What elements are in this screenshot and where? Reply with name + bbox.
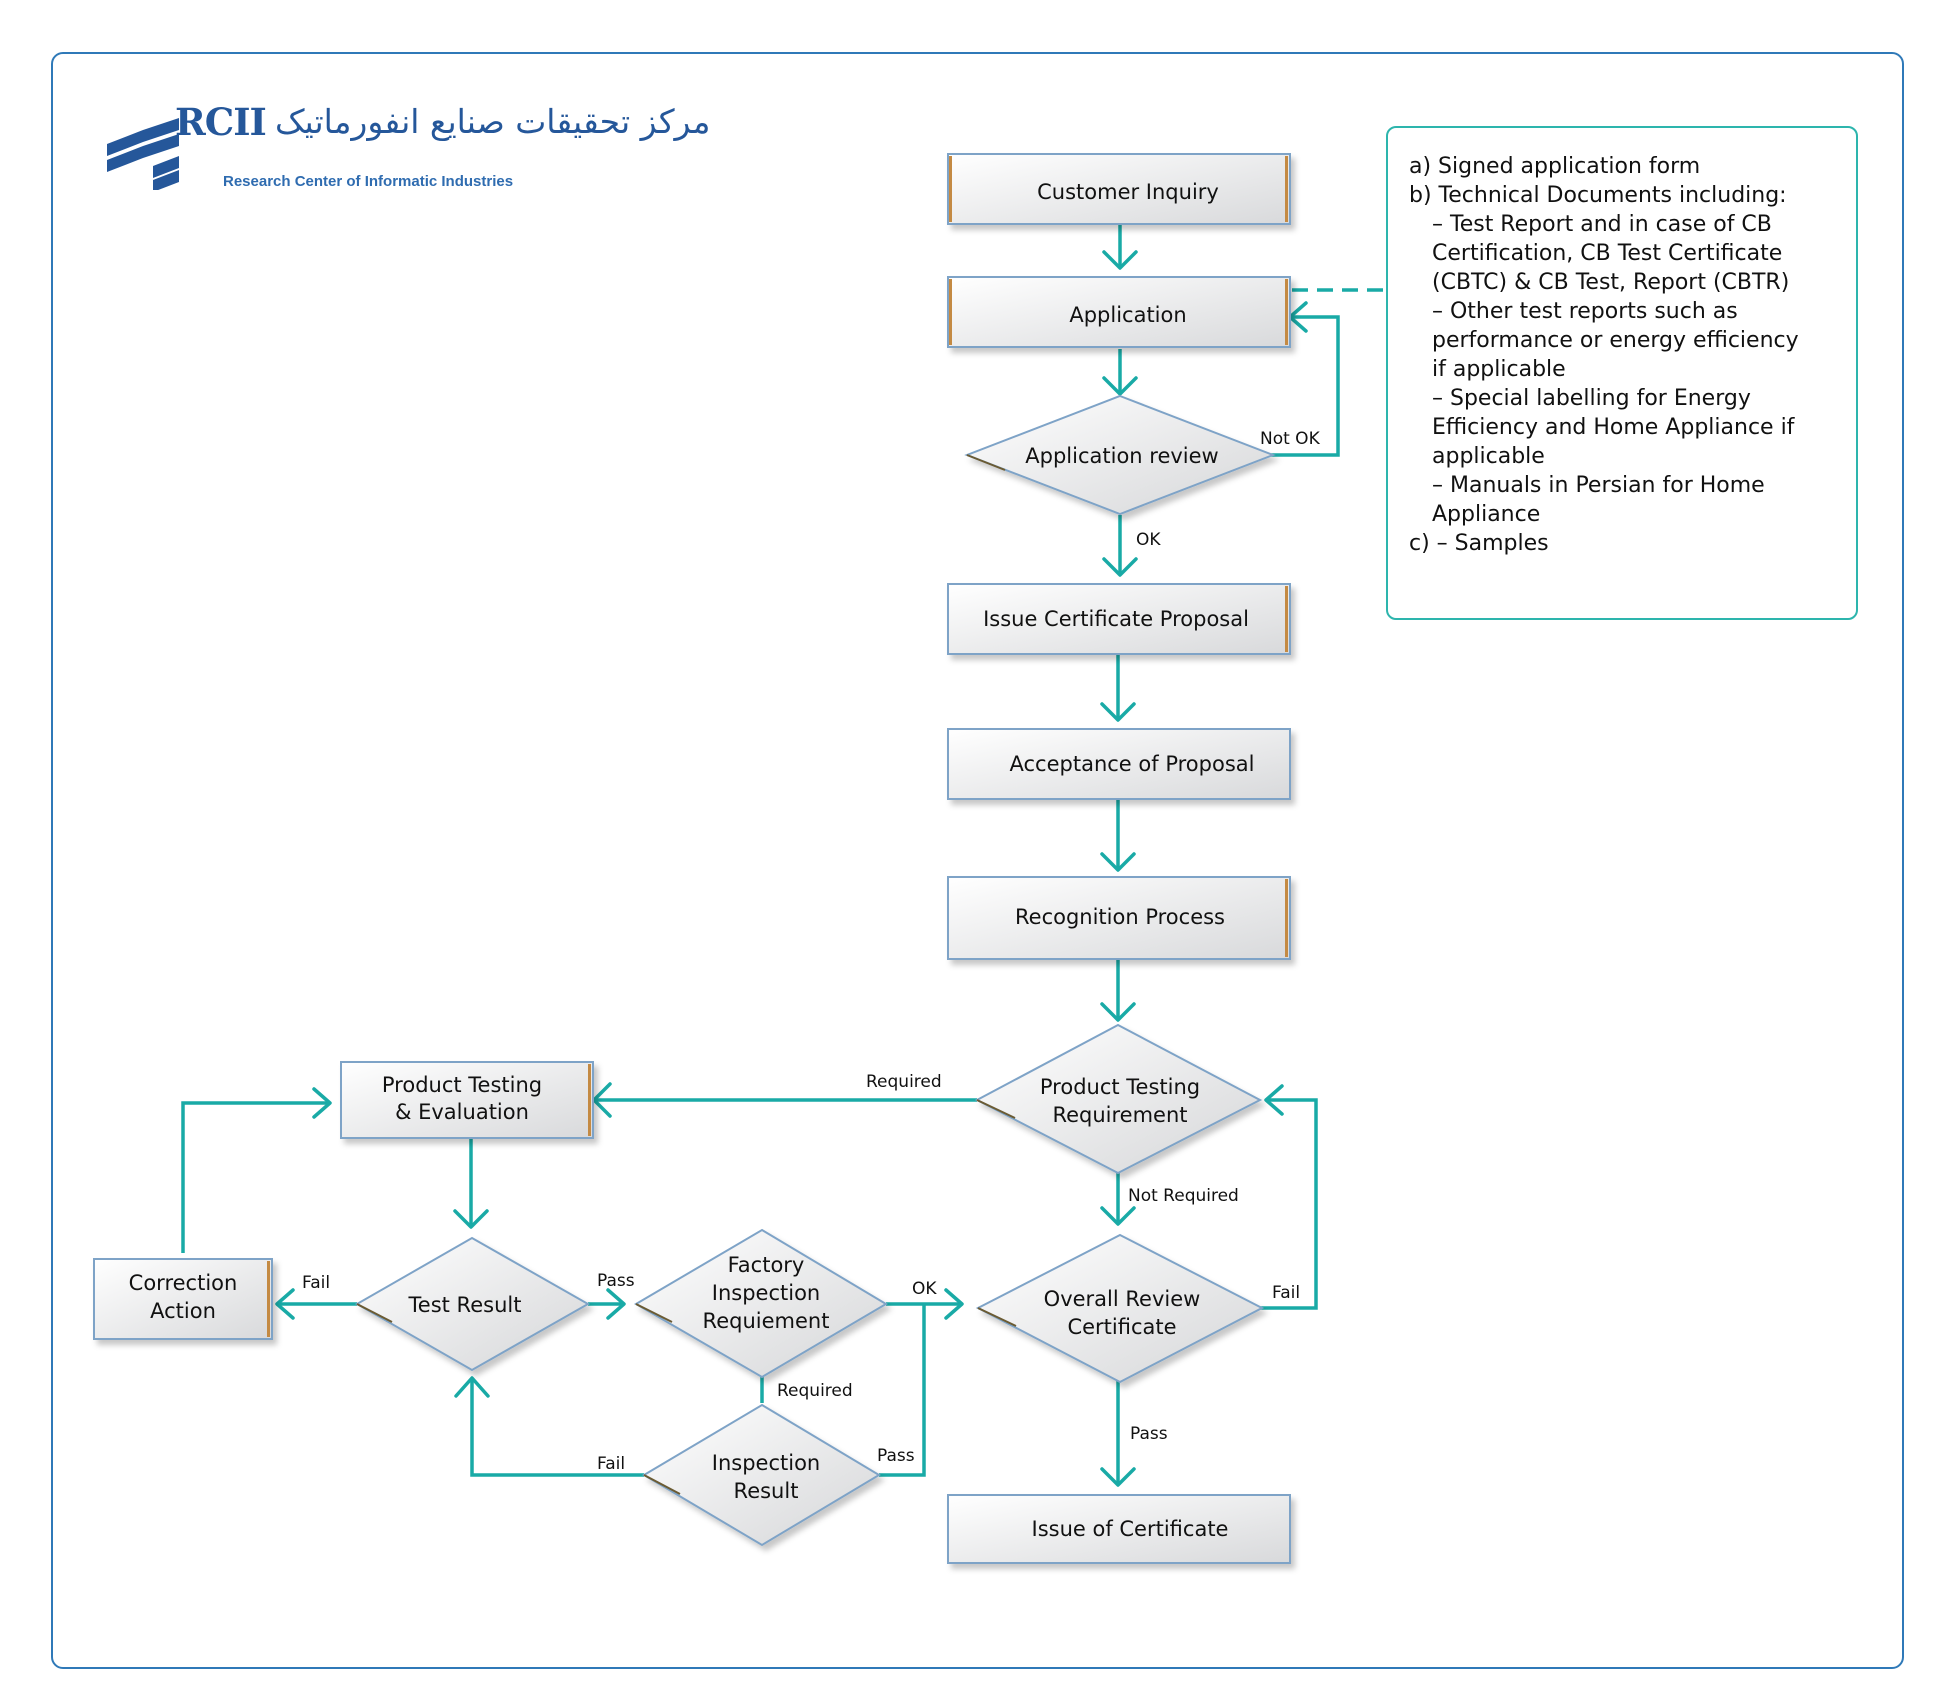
connector-lines xyxy=(181,224,1340,1483)
diamond-product-testing-requirement: Product Testing Requirement xyxy=(974,1023,1263,1175)
label-not-ok: Not OK xyxy=(1260,429,1321,449)
connector-insp-pass xyxy=(879,1304,926,1477)
edge-labels: Not OK OK Required Not Required Fail Pas… xyxy=(302,429,1321,1474)
test-result-label: Test Result xyxy=(408,1293,522,1317)
note-line: applicable xyxy=(1432,444,1545,469)
arrowhead-issue xyxy=(1100,1467,1136,1487)
box-issue-certificate: Issue of Certificate xyxy=(947,1494,1291,1564)
label-insp-fail: Fail xyxy=(597,1454,625,1474)
arrowhead-test xyxy=(453,1209,489,1229)
note-line: c) – Samples xyxy=(1409,531,1549,556)
label-fir-ok: OK xyxy=(912,1279,937,1299)
box-recognition: Recognition Process xyxy=(947,876,1291,960)
label-not-required: Not Required xyxy=(1128,1186,1239,1206)
recognition-label: Recognition Process xyxy=(1015,905,1225,929)
note-lines: a) Signed application form b) Technical … xyxy=(1409,152,1799,558)
box-acceptance: Acceptance of Proposal xyxy=(947,728,1291,800)
pte-label-line1: Product Testing xyxy=(382,1073,542,1097)
rcii-logo: RCII مرکز تحقیقات صنایع انفورماتیک Resea… xyxy=(105,100,710,200)
connector-orc-fail xyxy=(1259,1098,1318,1310)
fir-label-line2: Inspection xyxy=(712,1281,820,1305)
note-line: Certification, CB Test Certificate xyxy=(1432,241,1783,266)
arrowhead-fir xyxy=(606,1288,626,1320)
insp-label-line2: Result xyxy=(734,1479,799,1503)
diamond-application-review: Application review xyxy=(964,394,1276,516)
note-line: – Manuals in Persian for Home xyxy=(1432,473,1765,498)
logo-abbreviation: RCII xyxy=(175,100,267,144)
connector-insp-fail xyxy=(470,1380,644,1477)
note-line: Appliance xyxy=(1432,502,1541,527)
arrowhead-test-insp-fail xyxy=(454,1376,490,1398)
note-line: a) Signed application form xyxy=(1409,154,1701,179)
box-issue-proposal: Issue Certificate Proposal xyxy=(947,583,1291,655)
note-line: Efficiency and Home Appliance if xyxy=(1432,415,1795,440)
logo-persian-name: مرکز تحقیقات صنایع انفورماتیک xyxy=(275,102,711,141)
chevron-logo-icon xyxy=(107,118,179,190)
arrowhead-review xyxy=(1102,376,1138,396)
note-line: if applicable xyxy=(1432,357,1566,382)
note-line: b) Technical Documents including: xyxy=(1409,183,1787,208)
application-review-label: Application review xyxy=(1025,444,1218,468)
label-orc-pass: Pass xyxy=(1130,1424,1168,1444)
label-required: Required xyxy=(866,1072,942,1092)
connector-correction-pte xyxy=(181,1101,328,1253)
ptr-label-line2: Requirement xyxy=(1052,1103,1187,1127)
issue-proposal-label: Issue Certificate Proposal xyxy=(983,607,1249,631)
ptr-label-line1: Product Testing xyxy=(1040,1075,1200,1099)
arrowhead-ptr xyxy=(1100,1002,1136,1022)
correction-label-line1: Correction xyxy=(129,1271,238,1295)
logo-english-name: Research Center of Informatic Industries xyxy=(223,173,514,190)
label-test-fail: Fail xyxy=(302,1273,330,1293)
issue-certificate-label: Issue of Certificate xyxy=(1032,1517,1229,1541)
box-application: Application xyxy=(947,276,1291,348)
acceptance-label: Acceptance of Proposal xyxy=(1010,752,1255,776)
note-line: performance or energy efficiency xyxy=(1432,328,1799,353)
arrowhead-recognition xyxy=(1100,852,1136,872)
application-label: Application xyxy=(1069,303,1186,327)
note-line: – Test Report and in case of CB xyxy=(1432,212,1772,237)
customer-inquiry-label: Customer Inquiry xyxy=(1037,180,1219,204)
arrowhead-application xyxy=(1102,250,1138,270)
diamond-test-result: Test Result xyxy=(354,1236,591,1372)
label-insp-pass: Pass xyxy=(877,1446,915,1466)
arrowhead-orc xyxy=(1100,1206,1136,1226)
fir-label-line3: Requiement xyxy=(703,1309,830,1333)
arrowhead-correction xyxy=(275,1288,295,1320)
box-correction-action: Correction Action xyxy=(93,1258,273,1340)
required-documents-note: a) Signed application form b) Technical … xyxy=(1386,126,1858,620)
diagram-frame xyxy=(51,52,1904,1669)
note-line: – Special labelling for Energy xyxy=(1432,386,1751,411)
diamond-overall-review: Overall Review Certificate xyxy=(975,1233,1265,1384)
label-test-pass: Pass xyxy=(597,1271,635,1291)
label-ok: OK xyxy=(1136,530,1161,550)
box-product-testing-evaluation: Product Testing & Evaluation xyxy=(340,1061,594,1139)
arrowhead-proposal xyxy=(1102,557,1138,577)
arrowhead-orc-ok xyxy=(944,1288,964,1320)
note-line: (CBTC) & CB Test, Report (CBTR) xyxy=(1432,270,1790,295)
orc-label-line2: Certificate xyxy=(1067,1315,1176,1339)
pte-label-line2: & Evaluation xyxy=(395,1100,529,1124)
arrowheads xyxy=(275,250,1308,1487)
note-line: – Other test reports such as xyxy=(1432,299,1738,324)
orc-label-line1: Overall Review xyxy=(1044,1287,1201,1311)
box-customer-inquiry: Customer Inquiry xyxy=(947,153,1291,225)
connector-review-notok xyxy=(1271,315,1340,457)
diamond-inspection-result: Inspection Result xyxy=(642,1403,881,1547)
diamond-factory-inspection: Factory Inspection Requiement xyxy=(634,1228,888,1379)
correction-label-line2: Action xyxy=(150,1299,216,1323)
label-fir-required: Required xyxy=(777,1381,853,1401)
fir-label-line1: Factory xyxy=(728,1253,805,1277)
arrowhead-ptr-fail xyxy=(1264,1084,1284,1116)
insp-label-line1: Inspection xyxy=(712,1451,820,1475)
label-orc-fail: Fail xyxy=(1272,1283,1300,1303)
arrowhead-acceptance xyxy=(1100,702,1136,722)
arrowhead-pte-correction xyxy=(312,1087,332,1119)
